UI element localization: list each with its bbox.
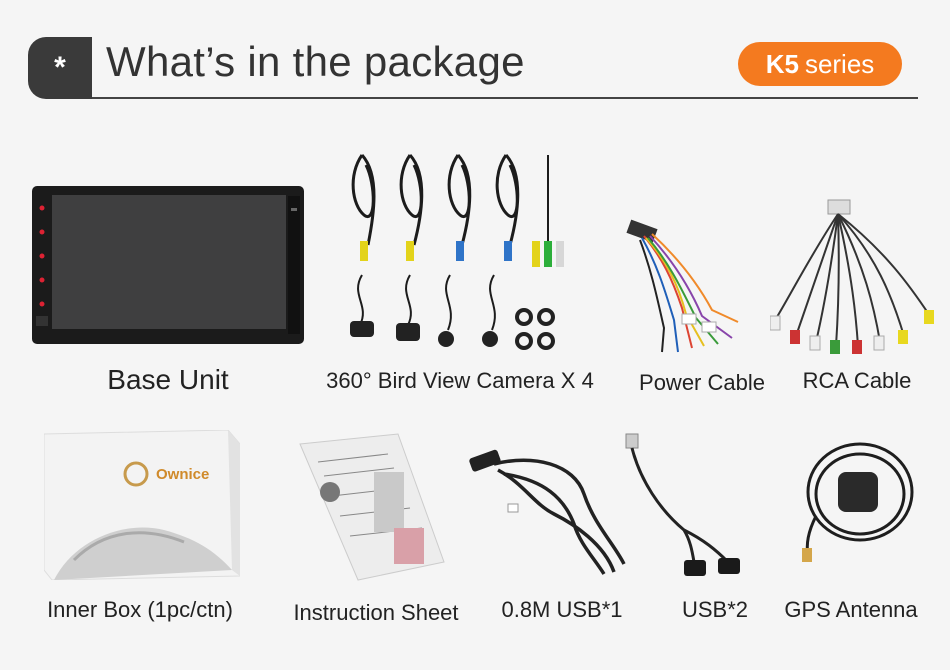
gps-antenna-label: GPS Antenna: [784, 597, 918, 622]
base-unit-label: Base Unit: [107, 364, 229, 395]
power-cable-image: [622, 218, 746, 358]
rca-cable-image: [770, 196, 944, 358]
usb2-label: USB*2: [681, 597, 749, 622]
gps-antenna-image: [802, 432, 922, 566]
inner-box-image: [44, 430, 240, 580]
asterisk-icon: *: [54, 51, 66, 84]
inner-box-label: Inner Box (1pc/ctn): [47, 597, 233, 622]
header-badge: *: [28, 37, 92, 99]
page-title: What’s in the package: [106, 38, 525, 85]
usb2-image: [620, 430, 744, 582]
power-cable-label: Power Cable: [639, 370, 765, 395]
series-badge: K5 series: [738, 42, 902, 86]
series-code: K5: [765, 48, 799, 79]
cameras-label: 360° Bird View Camera X 4: [326, 368, 594, 393]
base-unit-image: [32, 186, 304, 346]
cameras-image: [340, 145, 572, 355]
series-word: series: [804, 48, 875, 79]
rca-cable-label: RCA Cable: [802, 368, 912, 393]
usb-cable-label: 0.8M USB*1: [501, 597, 623, 622]
instruction-sheet-label: Instruction Sheet: [293, 600, 459, 625]
header-divider: [92, 97, 918, 99]
instruction-sheet-image: [298, 432, 448, 582]
ownice-logo: Ownice: [156, 466, 210, 483]
usb-cable-image: [464, 444, 630, 578]
